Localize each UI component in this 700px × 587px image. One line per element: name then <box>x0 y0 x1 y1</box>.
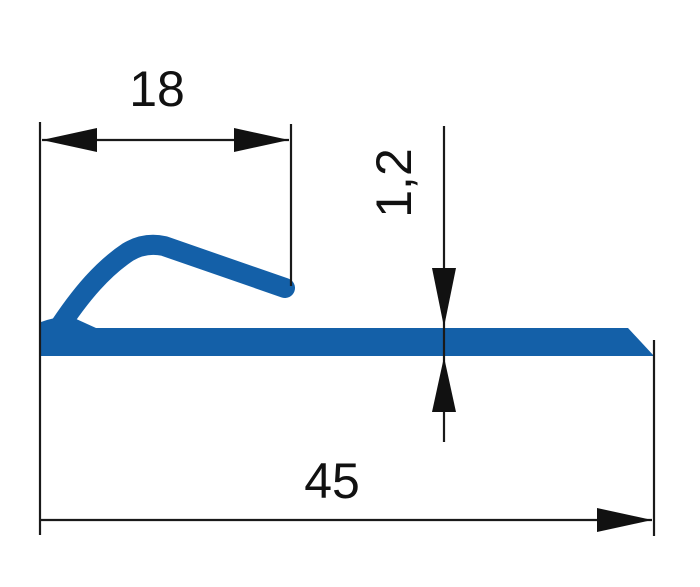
arrow-right-bottom-icon <box>597 508 652 532</box>
dimension-total-width: 45 <box>40 340 656 536</box>
profile-curved-lip <box>46 234 295 342</box>
arrow-up-icon <box>432 357 456 412</box>
dimension-top-width: 18 <box>38 61 293 535</box>
arrow-down-icon <box>432 268 456 327</box>
profile-base-strip <box>41 328 654 356</box>
profile-shape <box>41 234 654 356</box>
dimension-label-total-width: 45 <box>304 453 360 509</box>
profile-lip-heel <box>41 317 96 356</box>
dimension-label-thickness: 1,2 <box>366 148 422 218</box>
arrow-right-icon <box>234 128 289 152</box>
dimension-thickness: 1,2 <box>366 126 456 442</box>
arrow-left-icon <box>42 128 97 152</box>
dimension-label-top-width: 18 <box>129 61 185 117</box>
